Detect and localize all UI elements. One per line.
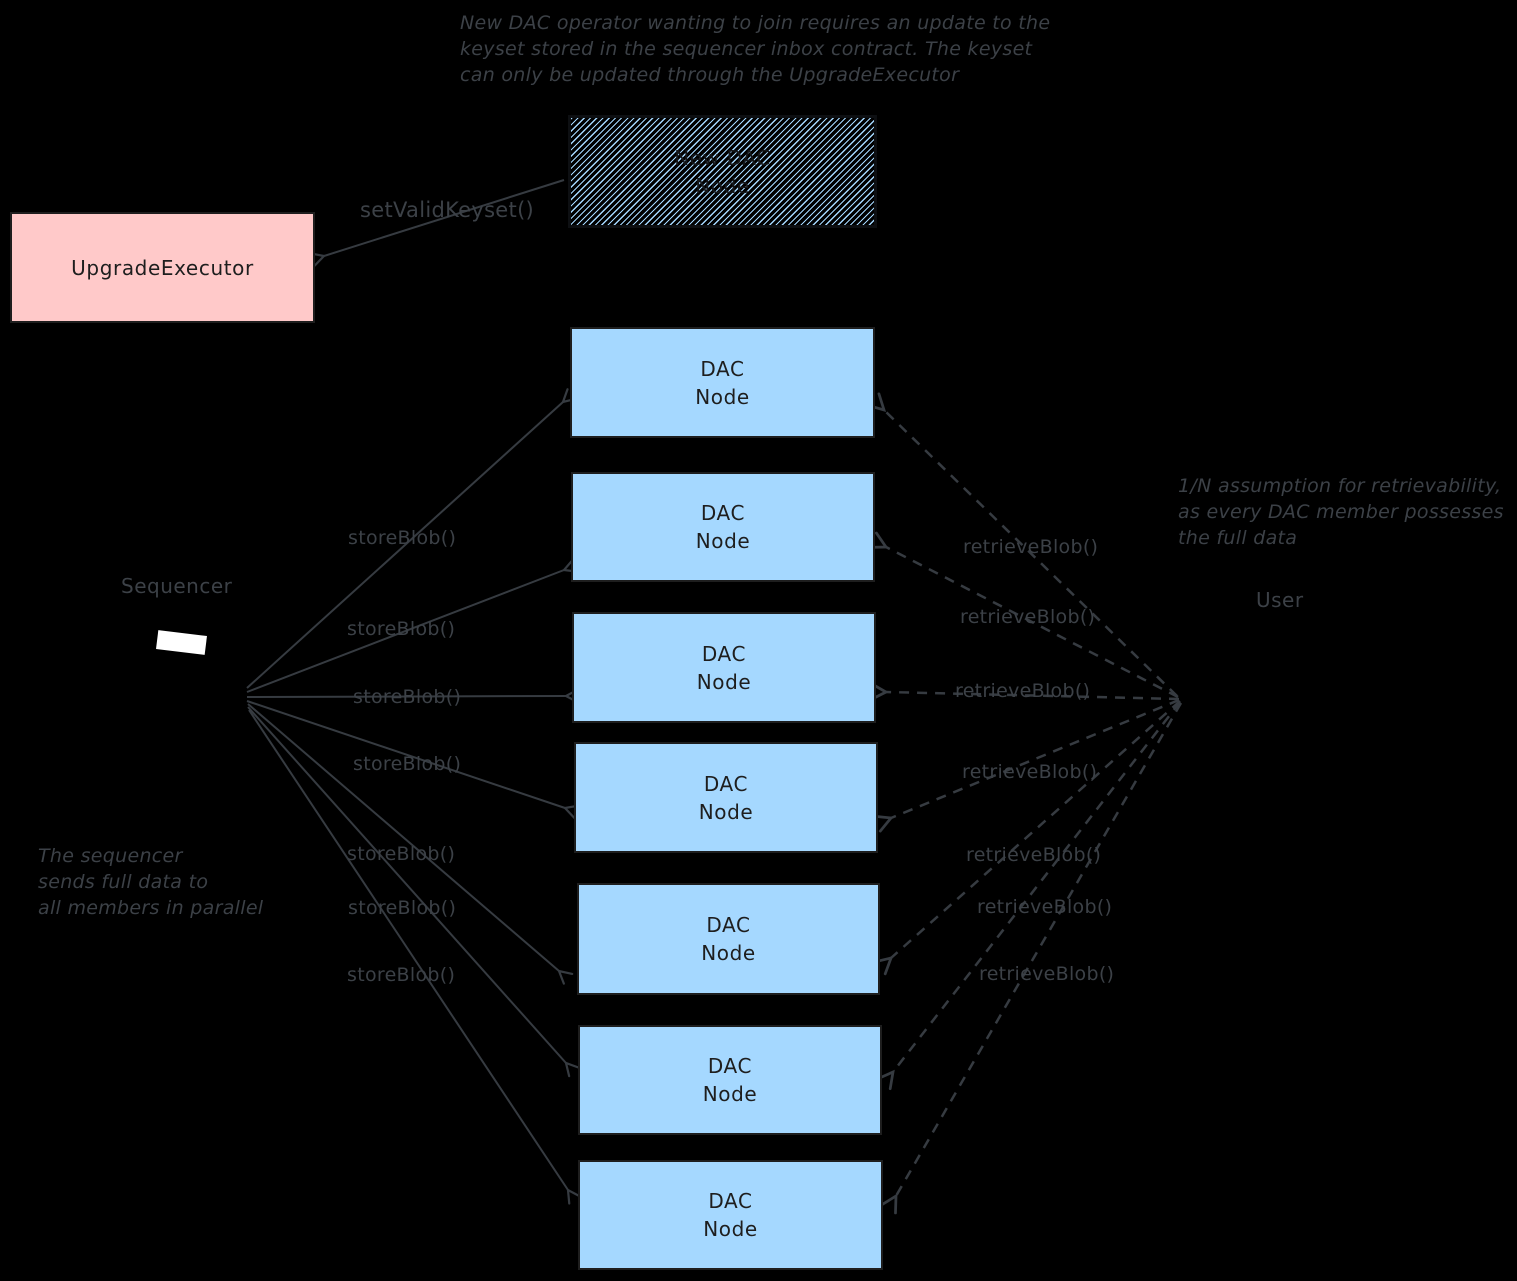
store-blob-arrow [247, 706, 580, 1078]
store-blob-arrow [248, 709, 582, 1205]
upgrade-executor-box: UpgradeExecutor [10, 212, 315, 323]
dac-node-label: DAC Node [702, 1054, 758, 1106]
sequencer-note: The sequencer sends full data to all mem… [38, 845, 264, 919]
upgrade-executor-label: UpgradeExecutor [71, 255, 254, 280]
store-blob-arrow [246, 388, 578, 689]
new-dac-node-box: New DAC Node [568, 115, 877, 228]
set-valid-keyset-label: setValidKeyset() [360, 198, 535, 222]
dac-node-box: DAC Node [577, 883, 880, 995]
set-valid-keyset-arrow [309, 179, 565, 267]
store-blob-label: storeBlob() [347, 964, 456, 986]
dac-node-label: DAC Node [695, 501, 751, 553]
dac-node-box: DAC Node [574, 742, 878, 853]
dac-node-label: DAC Node [703, 1189, 758, 1241]
store-blob-arrow [246, 688, 580, 704]
dac-node-box: DAC Node [572, 612, 876, 723]
retrieve-blob-label: retrieveBlob() [977, 896, 1113, 918]
dac-node-label: DAC Node [695, 356, 750, 409]
store-blob-label: storeBlob() [348, 897, 457, 919]
retrieve-blob-arrow [876, 701, 1181, 1091]
retrieve-blob-arrow [869, 682, 1180, 702]
dac-node-box: DAC Node [578, 1025, 882, 1135]
retrieve-blob-arrow [872, 698, 1180, 833]
store-blob-label: storeBlob() [347, 843, 456, 865]
store-blob-arrow [247, 703, 574, 985]
retrieve-blob-label: retrieveBlob() [962, 761, 1098, 783]
user-label: User [1256, 588, 1304, 612]
new-dac-node-label: New DAC Node [674, 145, 771, 198]
dac-node-label: DAC Node [698, 771, 754, 824]
retrieve-blob-label: retrieveBlob() [963, 536, 1099, 558]
retrieve-blob-arrow [866, 392, 1178, 697]
retrieve-blob-label: retrieveBlob() [966, 844, 1102, 866]
retrieve-blob-arrow [880, 702, 1183, 1215]
store-blob-label: storeBlob() [347, 618, 456, 640]
sequencer-label: Sequencer [121, 574, 233, 598]
dac-node-label: DAC Node [696, 641, 752, 694]
retrieve-blob-arrow [867, 531, 1179, 699]
dac-node-box: DAC Node [578, 1160, 883, 1270]
dac-node-box: DAC Node [571, 472, 875, 582]
store-blob-arrow [246, 700, 580, 819]
retrievability-note: 1/N assumption for retrievability, as ev… [1178, 475, 1504, 549]
retrieve-blob-label: retrieveBlob() [979, 963, 1115, 985]
store-blob-label: storeBlob() [348, 527, 457, 549]
retrieve-blob-label: retrieveBlob() [955, 680, 1091, 702]
store-blob-label: storeBlob() [353, 753, 462, 775]
retrieve-blob-arrow [873, 700, 1181, 976]
retrieve-blob-label: retrieveBlob() [960, 606, 1096, 628]
store-blob-arrow [246, 558, 579, 693]
keyset-note: New DAC operator wanting to join require… [460, 12, 1051, 86]
dac-node-box: DAC Node [570, 327, 875, 438]
dac-node-label: DAC Node [701, 913, 756, 965]
store-blob-label: storeBlob() [353, 686, 462, 708]
